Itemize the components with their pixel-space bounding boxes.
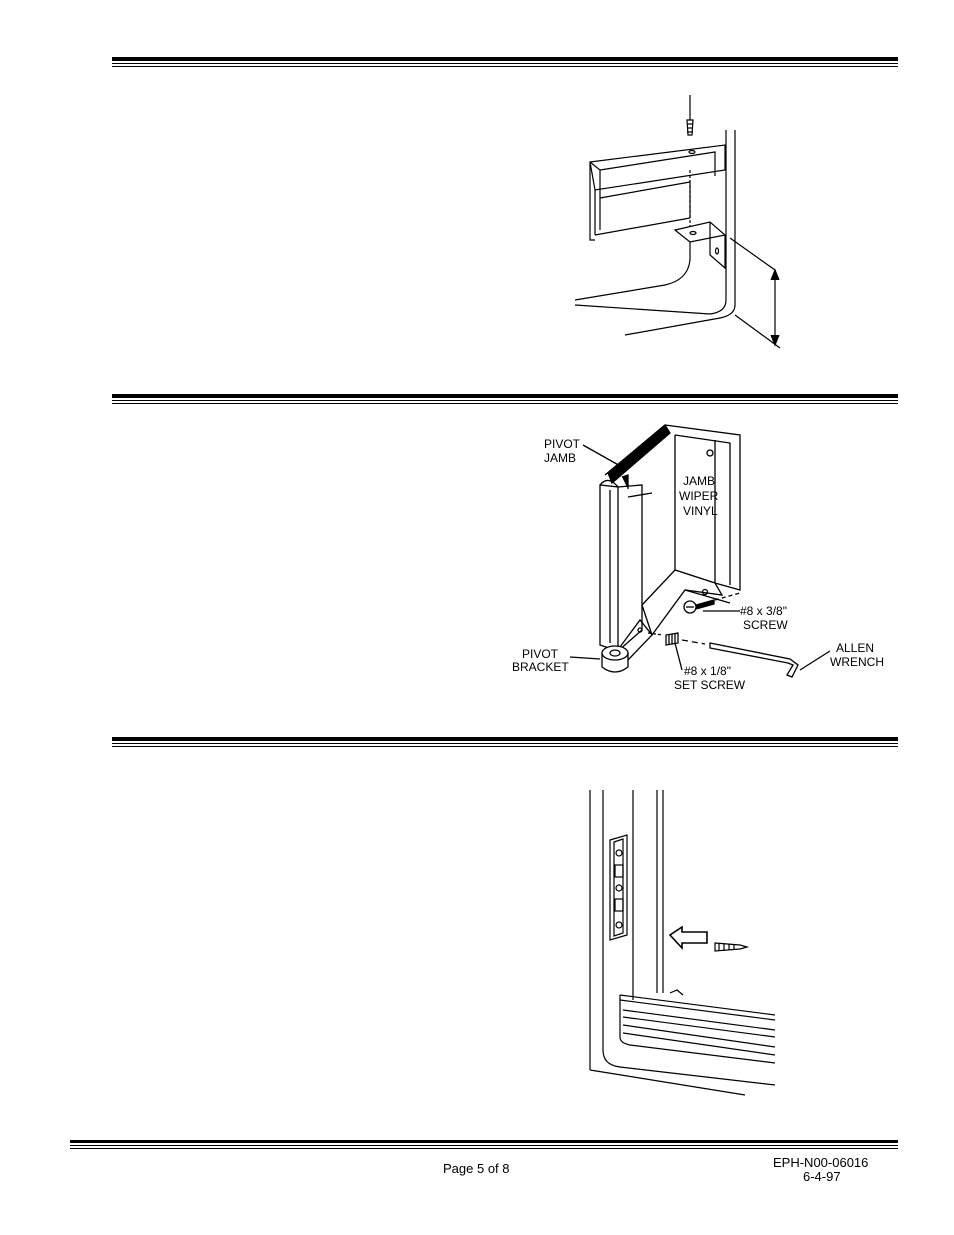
label-allen-2: WRENCH	[830, 655, 884, 669]
label-set-screw-1: #8 x 1/8"	[684, 664, 731, 678]
label-allen-1: ALLEN	[836, 641, 874, 655]
label-jamb-wiper-1: JAMB	[683, 474, 715, 488]
section-divider-2	[112, 394, 898, 404]
label-bracket-1: PIVOT	[522, 647, 559, 661]
footer-divider	[70, 1140, 898, 1150]
label-set-screw-2: SET SCREW	[674, 678, 746, 692]
figure-pivot-jamb: PIVOT JAMB JAMB WIPER VINYL #8 x 3/8" SC…	[512, 424, 884, 692]
label-bracket-2: BRACKET	[512, 660, 569, 674]
section-divider-1	[112, 57, 898, 67]
figure-top-bracket	[574, 95, 781, 349]
section-divider-3	[112, 737, 898, 747]
label-pivot-jamb-2: JAMB	[544, 451, 576, 465]
label-screw-2: SCREW	[743, 618, 788, 632]
figure-strike-plate	[589, 790, 776, 1096]
document-id: EPH-N00-06016	[773, 1155, 869, 1170]
page-number: Page 5 of 8	[443, 1161, 510, 1176]
label-screw-1: #8 x 3/8"	[740, 604, 787, 618]
document-date: 6-4-97	[803, 1169, 841, 1184]
label-jamb-wiper-2: WIPER	[679, 489, 719, 503]
label-pivot-jamb-1: PIVOT	[544, 437, 581, 451]
label-jamb-wiper-3: VINYL	[683, 504, 718, 518]
